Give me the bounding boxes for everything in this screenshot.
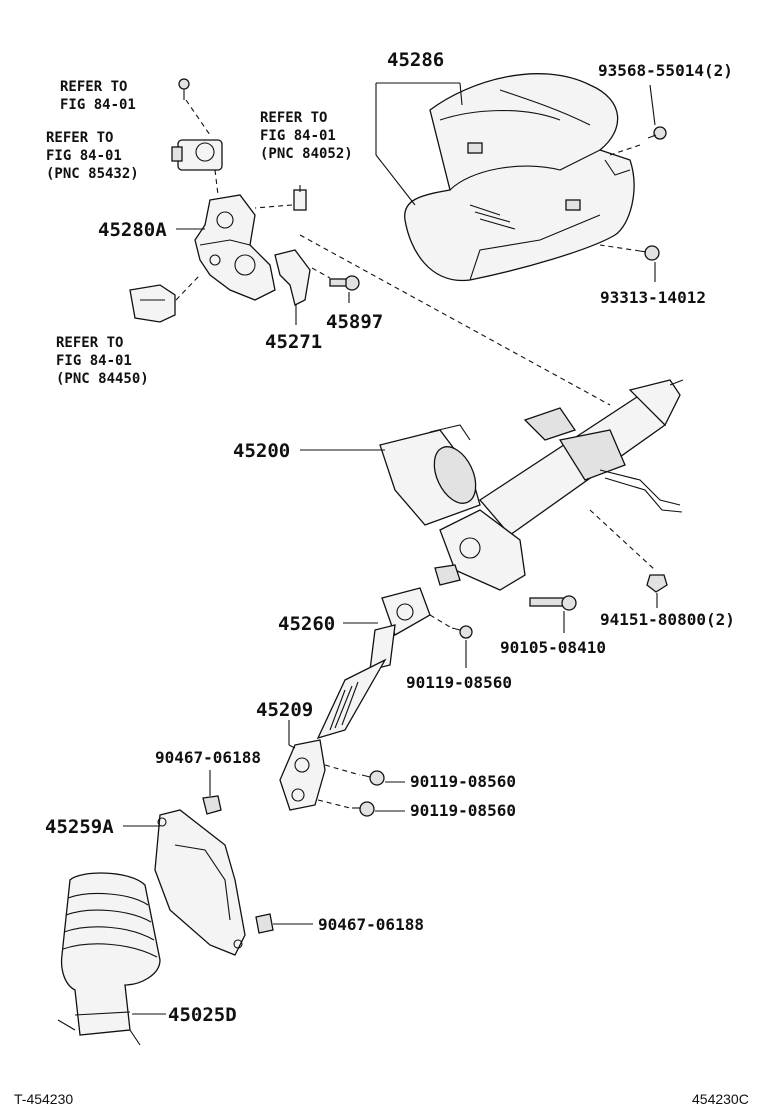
refer-label-2-line-3: (PNC 85432) [46,166,139,182]
intermediate-shaft-45260[interactable] [316,587,431,740]
refer-label-4-line-2: FIG 84-01 [56,353,132,369]
part-number-45259A[interactable]: 45259A [45,816,114,838]
bolt-90119-b[interactable] [361,770,385,786]
key-cylinder-ref[interactable] [171,139,223,171]
ref-part-84450[interactable] [129,284,176,323]
part-number-90467-a[interactable]: 90467-06188 [155,748,261,767]
boot-45025D[interactable] [57,872,161,1046]
refer-label-1-line-2: FIG 84-01 [60,97,136,113]
footer-right-code: 454230C [692,1091,749,1107]
part-number-45271[interactable]: 45271 [265,331,322,353]
ref-switch-84052[interactable] [293,185,307,211]
universal-joint-45209[interactable] [279,739,326,811]
refer-label-4-line-1: REFER TO [56,335,123,351]
footer-left-code: T-454230 [14,1091,73,1107]
refer-label-3-line-1: REFER TO [260,110,327,126]
part-number-90119-c[interactable]: 90119-08560 [410,801,516,820]
bolt-90105[interactable] [529,595,577,611]
part-number-45209[interactable]: 45209 [256,699,313,721]
refer-label-3-line-3: (PNC 84052) [260,146,353,162]
refer-label-1-line-1: REFER TO [60,79,127,95]
refer-label-2-line-1: REFER TO [46,130,113,146]
part-number-45200[interactable]: 45200 [233,440,290,462]
leader-lines [123,82,658,1015]
refer-label-2-line-2: FIG 84-01 [46,148,122,164]
steering-column-45200[interactable] [379,379,684,591]
refer-label-3-line-2: FIG 84-01 [260,128,336,144]
clip-90467-b[interactable] [255,913,274,934]
part-number-93568[interactable]: 93568-55014(2) [598,61,733,80]
bolt-90119-a[interactable] [451,625,473,639]
part-number-94151[interactable]: 94151-80800(2) [600,610,735,629]
screw-93568[interactable] [647,126,667,140]
part-number-45025D[interactable]: 45025D [168,1004,237,1026]
ref-bolt-top[interactable] [178,78,190,100]
part-number-45260[interactable]: 45260 [278,613,335,635]
part-number-90119-a[interactable]: 90119-08560 [406,673,512,692]
part-number-90467-b[interactable]: 90467-06188 [318,915,424,934]
part-number-90105[interactable]: 90105-08410 [500,638,606,657]
column-cover-45286[interactable] [404,73,635,282]
nut-94151[interactable] [646,574,668,593]
screw-93313[interactable] [639,245,660,261]
bolt-90119-c[interactable] [352,801,375,817]
part-number-90119-b[interactable]: 90119-08560 [410,772,516,791]
bolt-45897[interactable] [329,275,360,291]
clip-90467-a[interactable] [202,795,222,815]
refer-label-4-line-3: (PNC 84450) [56,371,149,387]
part-number-45280A[interactable]: 45280A [98,219,167,241]
bracket-45271[interactable] [274,249,311,306]
lock-housing-45280A[interactable] [194,194,276,301]
part-number-45897[interactable]: 45897 [326,311,383,333]
part-number-93313[interactable]: 93313-14012 [600,288,706,307]
part-number-45286[interactable]: 45286 [387,49,444,71]
hole-cover-45259A[interactable] [154,809,246,956]
